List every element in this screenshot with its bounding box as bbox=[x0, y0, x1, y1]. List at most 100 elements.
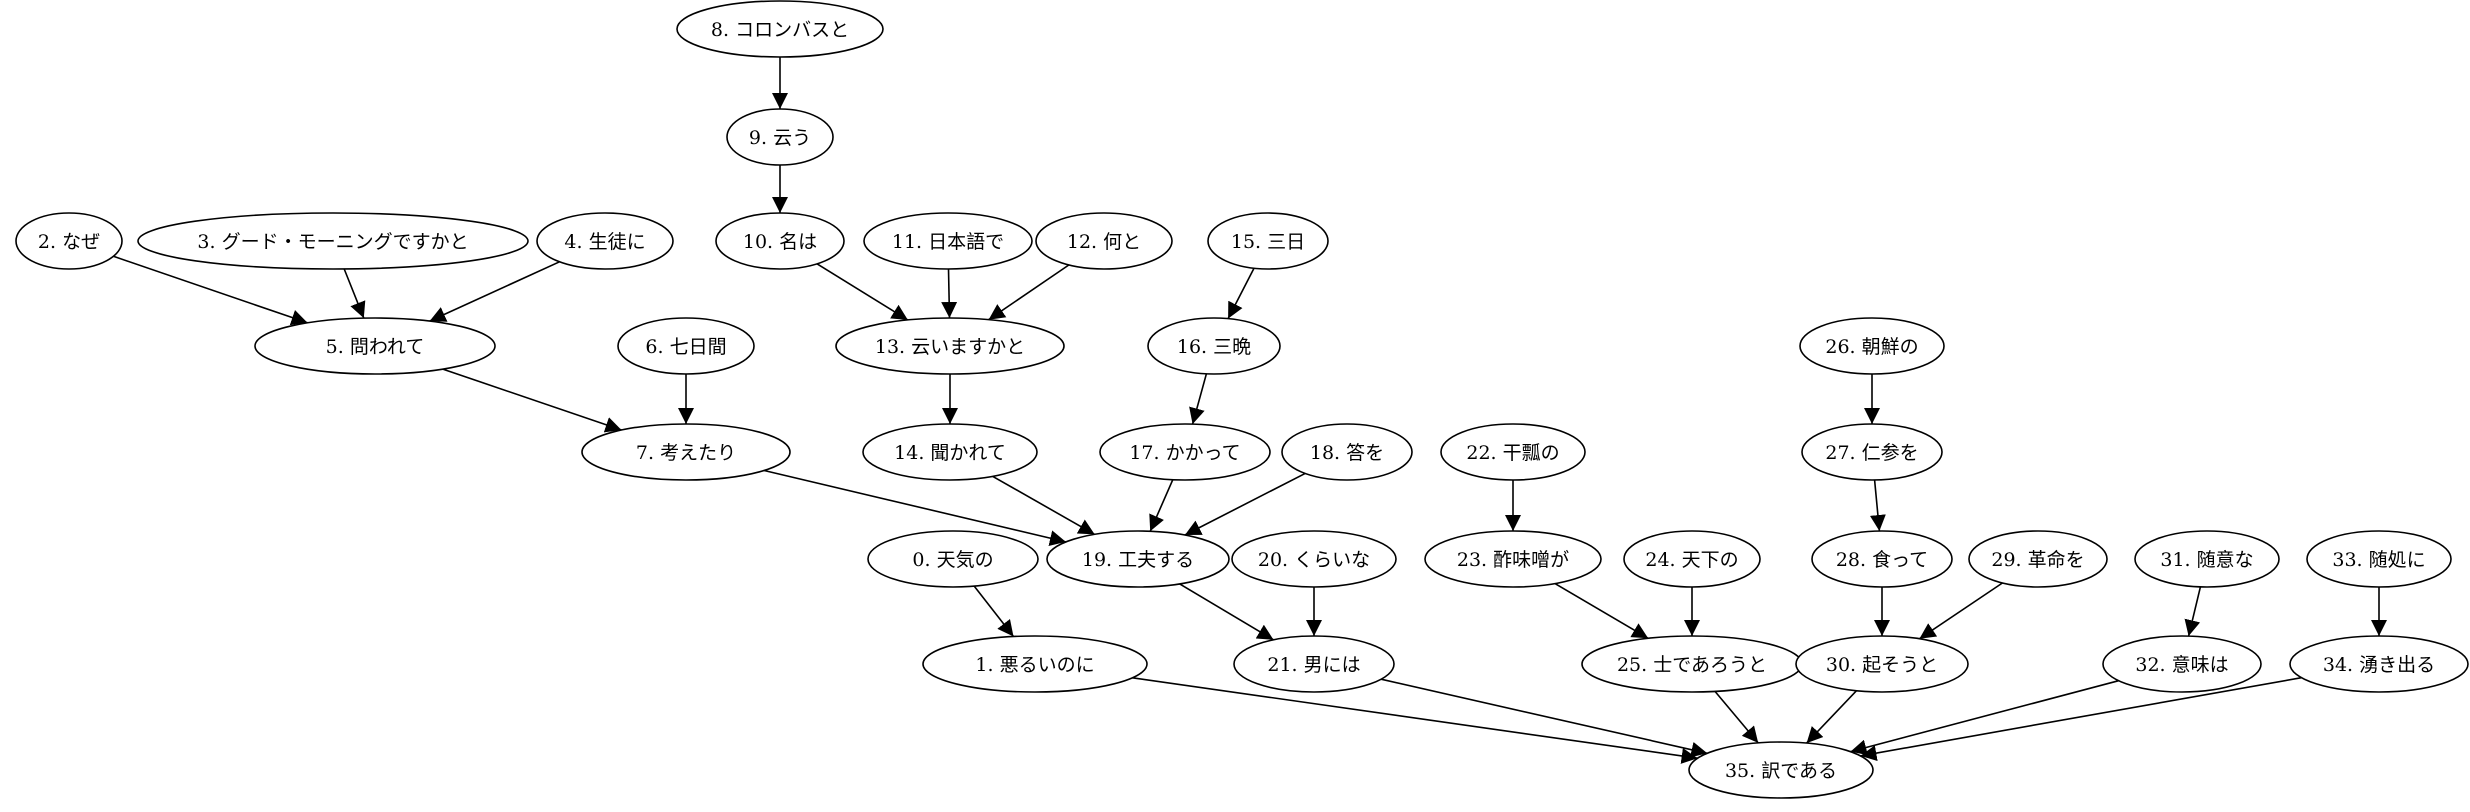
edge-14-to-19 bbox=[992, 475, 1096, 536]
node-label: 13. 云いますかと bbox=[875, 336, 1025, 358]
node-label: 4. 生徒に bbox=[564, 231, 645, 253]
node-ellipse bbox=[1623, 530, 1761, 588]
node-27: 27. 仁参を bbox=[1801, 423, 1943, 481]
node-7: 7. 考えたり bbox=[581, 423, 791, 481]
edge-2-to-5 bbox=[113, 255, 308, 326]
node-ellipse bbox=[715, 212, 845, 270]
node-label: 31. 随意な bbox=[2160, 549, 2253, 571]
node-14: 14. 聞かれて bbox=[862, 423, 1038, 481]
node-4: 4. 生徒に bbox=[536, 212, 674, 270]
node-29: 29. 革命を bbox=[1968, 530, 2108, 588]
node-ellipse bbox=[2306, 530, 2452, 588]
node-1: 1. 悪るいのに bbox=[922, 635, 1148, 693]
node-label: 12. 何と bbox=[1067, 231, 1141, 253]
edge-1-to-35 bbox=[1132, 677, 1698, 764]
node-2: 2. なぜ bbox=[15, 212, 123, 270]
node-label: 22. 干瓢の bbox=[1466, 442, 1559, 464]
node-label: 15. 三日 bbox=[1231, 231, 1305, 253]
node-9: 9. 云う bbox=[726, 108, 834, 166]
edge-arrow bbox=[988, 264, 1070, 321]
node-label: 16. 三晩 bbox=[1177, 336, 1251, 358]
node-ellipse bbox=[1231, 530, 1397, 588]
node-31: 31. 随意な bbox=[2134, 530, 2280, 588]
node-20: 20. くらいな bbox=[1231, 530, 1397, 588]
edge-arrow bbox=[1860, 676, 2302, 761]
edge-21-to-35 bbox=[1380, 678, 1708, 758]
node-label: 1. 悪るいのに bbox=[975, 654, 1094, 676]
node-30: 30. 起そうと bbox=[1795, 635, 1969, 693]
edge-arrow bbox=[1227, 267, 1255, 319]
node-ellipse bbox=[863, 212, 1033, 270]
edge-arrow bbox=[1850, 679, 2119, 756]
node-label: 8. コロンバスと bbox=[711, 19, 849, 41]
node-ellipse bbox=[1801, 423, 1943, 481]
edge-arrow bbox=[992, 475, 1096, 536]
node-ellipse bbox=[254, 317, 496, 375]
node-ellipse bbox=[1035, 212, 1173, 270]
node-ellipse bbox=[1233, 635, 1395, 693]
node-label: 14. 聞かれて bbox=[894, 442, 1006, 464]
edge-arrow bbox=[1918, 582, 2003, 640]
node-8: 8. コロンバスと bbox=[676, 0, 884, 58]
node-ellipse bbox=[2102, 635, 2262, 693]
node-6: 6. 七日間 bbox=[617, 317, 755, 375]
node-label: 33. 随処に bbox=[2332, 549, 2425, 571]
edge-4-to-5 bbox=[429, 261, 560, 322]
node-ellipse bbox=[1099, 423, 1271, 481]
node-ellipse bbox=[867, 530, 1039, 588]
edge-arrow bbox=[1179, 583, 1274, 641]
node-10: 10. 名は bbox=[715, 212, 845, 270]
edge-arrow bbox=[1184, 472, 1306, 536]
edge-31-to-32 bbox=[2184, 586, 2202, 637]
node-label: 20. くらいな bbox=[1258, 549, 1370, 571]
edge-arrow bbox=[763, 469, 1067, 547]
edge-arrow bbox=[343, 268, 366, 319]
edge-arrow bbox=[429, 261, 560, 322]
edge-10-to-13 bbox=[816, 263, 909, 321]
edges-layer bbox=[113, 57, 2387, 764]
edge-29-to-30 bbox=[1918, 582, 2003, 640]
edge-32-to-35 bbox=[1850, 679, 2119, 756]
node-0: 0. 天気の bbox=[867, 530, 1039, 588]
node-label: 11. 日本語で bbox=[892, 231, 1004, 253]
node-35: 35. 訳である bbox=[1688, 741, 1874, 799]
edge-34-to-35 bbox=[1860, 676, 2302, 761]
node-ellipse bbox=[581, 423, 791, 481]
node-label: 2. なぜ bbox=[38, 231, 100, 253]
node-label: 30. 起そうと bbox=[1826, 654, 1938, 676]
node-label: 17. かかって bbox=[1129, 442, 1240, 464]
node-label: 28. 食って bbox=[1836, 549, 1928, 571]
node-21: 21. 男には bbox=[1233, 635, 1395, 693]
node-17: 17. かかって bbox=[1099, 423, 1271, 481]
edge-16-to-17 bbox=[1189, 373, 1208, 425]
edge-arrow bbox=[1869, 479, 1886, 532]
edge-30-to-35 bbox=[1806, 690, 1858, 744]
edge-arrow bbox=[941, 268, 958, 319]
edge-17-to-19 bbox=[1149, 479, 1174, 532]
node-label: 26. 朝鮮の bbox=[1825, 336, 1918, 358]
node-ellipse bbox=[1424, 530, 1602, 588]
node-ellipse bbox=[1968, 530, 2108, 588]
node-ellipse bbox=[1811, 530, 1953, 588]
edge-23-to-25 bbox=[1554, 582, 1649, 639]
edge-arrow bbox=[1149, 479, 1174, 532]
edge-arrow bbox=[1806, 690, 1858, 744]
node-ellipse bbox=[1046, 530, 1230, 588]
edge-arrow bbox=[442, 368, 622, 433]
node-25: 25. 士であろうと bbox=[1581, 635, 1803, 693]
node-33: 33. 随処に bbox=[2306, 530, 2452, 588]
node-ellipse bbox=[726, 108, 834, 166]
node-label: 10. 名は bbox=[743, 231, 817, 253]
node-ellipse bbox=[1207, 212, 1329, 270]
node-label: 19. 工夫する bbox=[1082, 549, 1194, 571]
node-ellipse bbox=[676, 0, 884, 58]
edge-arrow bbox=[1380, 678, 1708, 758]
node-ellipse bbox=[1147, 317, 1281, 375]
edge-arrow bbox=[2184, 586, 2202, 637]
node-23: 23. 酢味噌が bbox=[1424, 530, 1602, 588]
node-ellipse bbox=[137, 212, 529, 270]
node-18: 18. 答を bbox=[1281, 423, 1413, 481]
node-ellipse bbox=[862, 423, 1038, 481]
